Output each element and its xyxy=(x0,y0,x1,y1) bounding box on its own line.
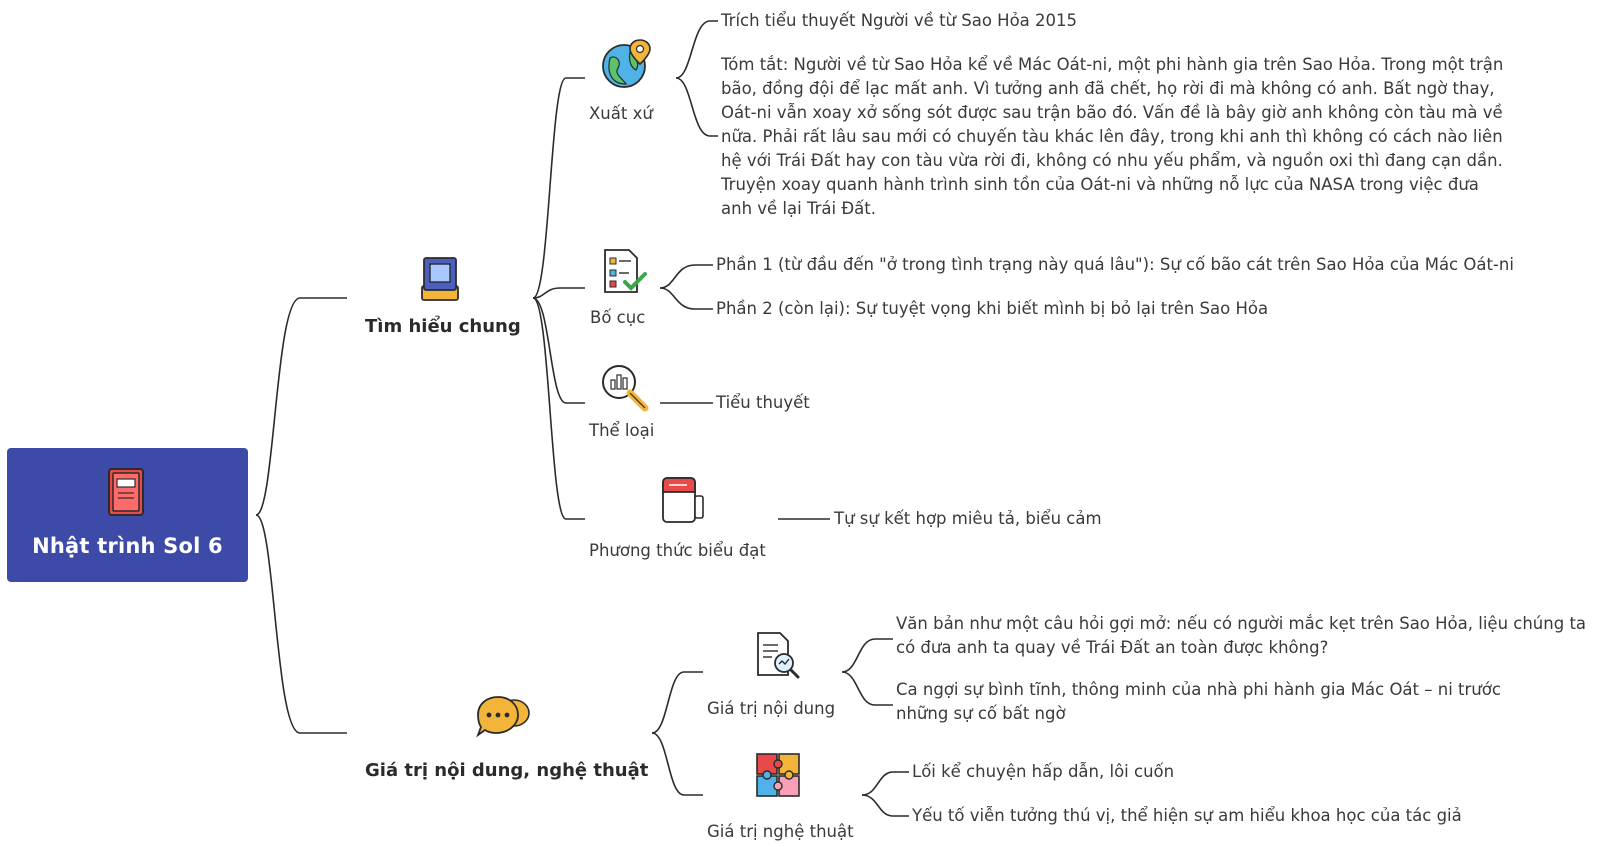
leaf-nghe-thuat-1: Lối kể chuyện hấp dẫn, lôi cuốn xyxy=(912,762,1175,781)
leaf-phuong-thuc-1: Tự sự kết hợp miêu tả, biểu cảm xyxy=(834,509,1102,528)
connector-nghethuat-leaf2 xyxy=(861,794,909,817)
connector-noidung-leaf1 xyxy=(841,638,893,673)
leaf-nghe-thuat-2: Yếu tố viễn tưởng thú vị, thể hiện sự am… xyxy=(912,806,1462,825)
branch-tim-hieu-chung[interactable]: Tìm hiểu chung xyxy=(365,316,521,337)
connector-xuatxu-leaf1 xyxy=(675,20,718,79)
connector-b1-bocuc xyxy=(532,287,585,299)
node-xuat-xu[interactable]: Xuất xứ xyxy=(589,104,653,123)
node-gia-tri-noi-dung[interactable]: Giá trị nội dung xyxy=(707,699,836,718)
connector-noidung-leaf2 xyxy=(841,671,893,706)
connector-b1-xuatxu xyxy=(532,77,585,299)
connector-b2-noidung xyxy=(651,671,703,734)
checklist-icon xyxy=(601,246,647,300)
leaf-noi-dung-2: Ca ngợi sự bình tĩnh, thông minh của nhà… xyxy=(896,680,1501,723)
node-phuong-thuc-bieu-dat[interactable]: Phương thức biểu đạt xyxy=(589,541,766,560)
book-icon xyxy=(107,467,145,521)
connector-b1-theloai xyxy=(532,297,585,404)
root-node[interactable]: Nhật trình Sol 6 xyxy=(7,448,248,582)
connector-b1-phuongthuc xyxy=(532,297,585,520)
leaf-bo-cuc-1: Phần 1 (từ đầu đến "ở trong tình trạng n… xyxy=(716,255,1514,274)
connector-bocuc-leaf2 xyxy=(659,287,713,310)
leaf-the-loai-1: Tiểu thuyết xyxy=(716,393,810,412)
connector-root-branch1 xyxy=(255,297,347,516)
connector-xuatxu-leaf2 xyxy=(675,77,718,137)
leaf-bo-cuc-2: Phần 2 (còn lại): Sự tuyệt vọng khi biết… xyxy=(716,299,1269,318)
document-search-icon xyxy=(754,629,802,685)
node-gia-tri-nghe-thuat[interactable]: Giá trị nghệ thuật xyxy=(707,822,854,841)
leaf-noi-dung-1: Văn bản như một câu hỏi gợi mở: nếu có n… xyxy=(896,614,1587,657)
connector-bocuc-leaf1 xyxy=(659,264,713,289)
connector-nghethuat-leaf1 xyxy=(861,771,909,796)
leaf-xuat-xu-1: Trích tiểu thuyết Người về từ Sao Hỏa 20… xyxy=(721,11,1078,30)
chat-bubbles-icon xyxy=(474,693,532,743)
notebook-icon xyxy=(659,474,707,530)
book-stack-icon xyxy=(418,254,462,308)
node-bo-cuc[interactable]: Bố cục xyxy=(590,308,646,327)
leaf-xuat-xu-2: Tóm tắt: Người về từ Sao Hỏa kể về Mác O… xyxy=(721,55,1504,218)
node-the-loai[interactable]: Thể loại xyxy=(589,421,655,440)
root-title: Nhật trình Sol 6 xyxy=(32,534,223,558)
branch-gia-tri[interactable]: Giá trị nội dung, nghệ thuật xyxy=(365,760,649,781)
magnifier-chart-icon xyxy=(599,362,651,418)
connector-root-branch2 xyxy=(255,514,347,734)
connector-b2-nghethuat xyxy=(651,732,703,796)
puzzle-icon xyxy=(754,751,802,803)
globe-pin-icon xyxy=(600,38,652,94)
